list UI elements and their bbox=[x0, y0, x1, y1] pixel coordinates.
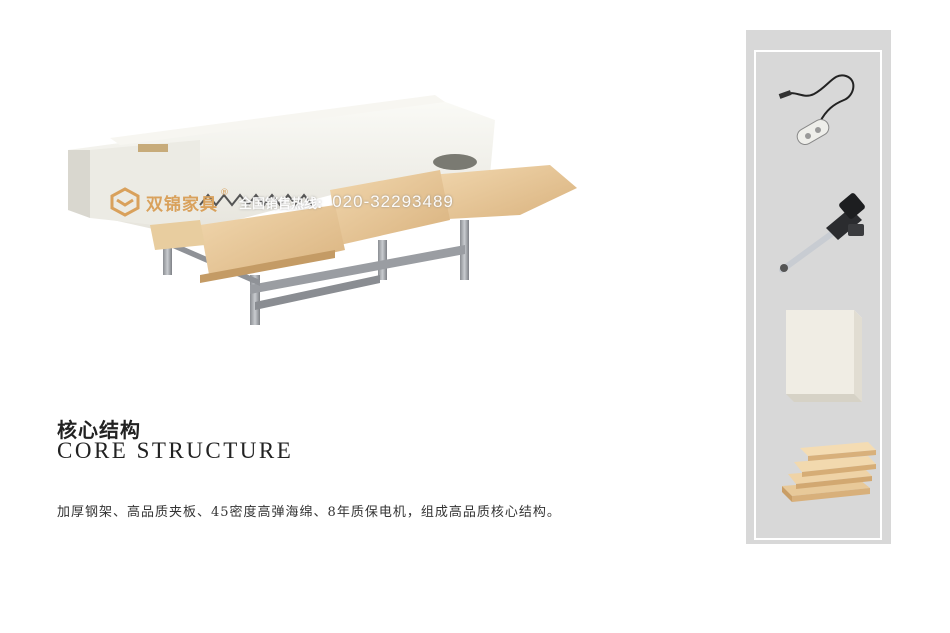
hotline-label: 全国销售热线: bbox=[239, 196, 323, 212]
foam-block-icon bbox=[786, 310, 862, 402]
section-title-cn: 核心结构 bbox=[57, 418, 141, 442]
components-panel bbox=[746, 30, 891, 544]
components-panel-frame bbox=[754, 50, 882, 540]
brand-watermark: 双锦家具 ® 全国销售热线: 020-32293489 bbox=[110, 187, 454, 217]
massage-bed-structure-image bbox=[68, 95, 577, 325]
remote-control-cable-icon bbox=[778, 74, 855, 145]
section-description: 加厚钢架、高品质夹板、45密度高弹海绵、8年质保电机，组成高品质核心结构。 bbox=[57, 505, 561, 520]
brand-name: 双锦家具 bbox=[146, 194, 218, 215]
linear-actuator-motor-icon bbox=[779, 193, 865, 273]
section-title-en: CORE STRUCTURE bbox=[57, 438, 294, 463]
registered-mark: ® bbox=[220, 188, 229, 198]
brand-logo-icon bbox=[110, 187, 140, 217]
plywood-stack-icon bbox=[782, 442, 876, 502]
hotline-phone: 020-32293489 bbox=[332, 192, 454, 211]
